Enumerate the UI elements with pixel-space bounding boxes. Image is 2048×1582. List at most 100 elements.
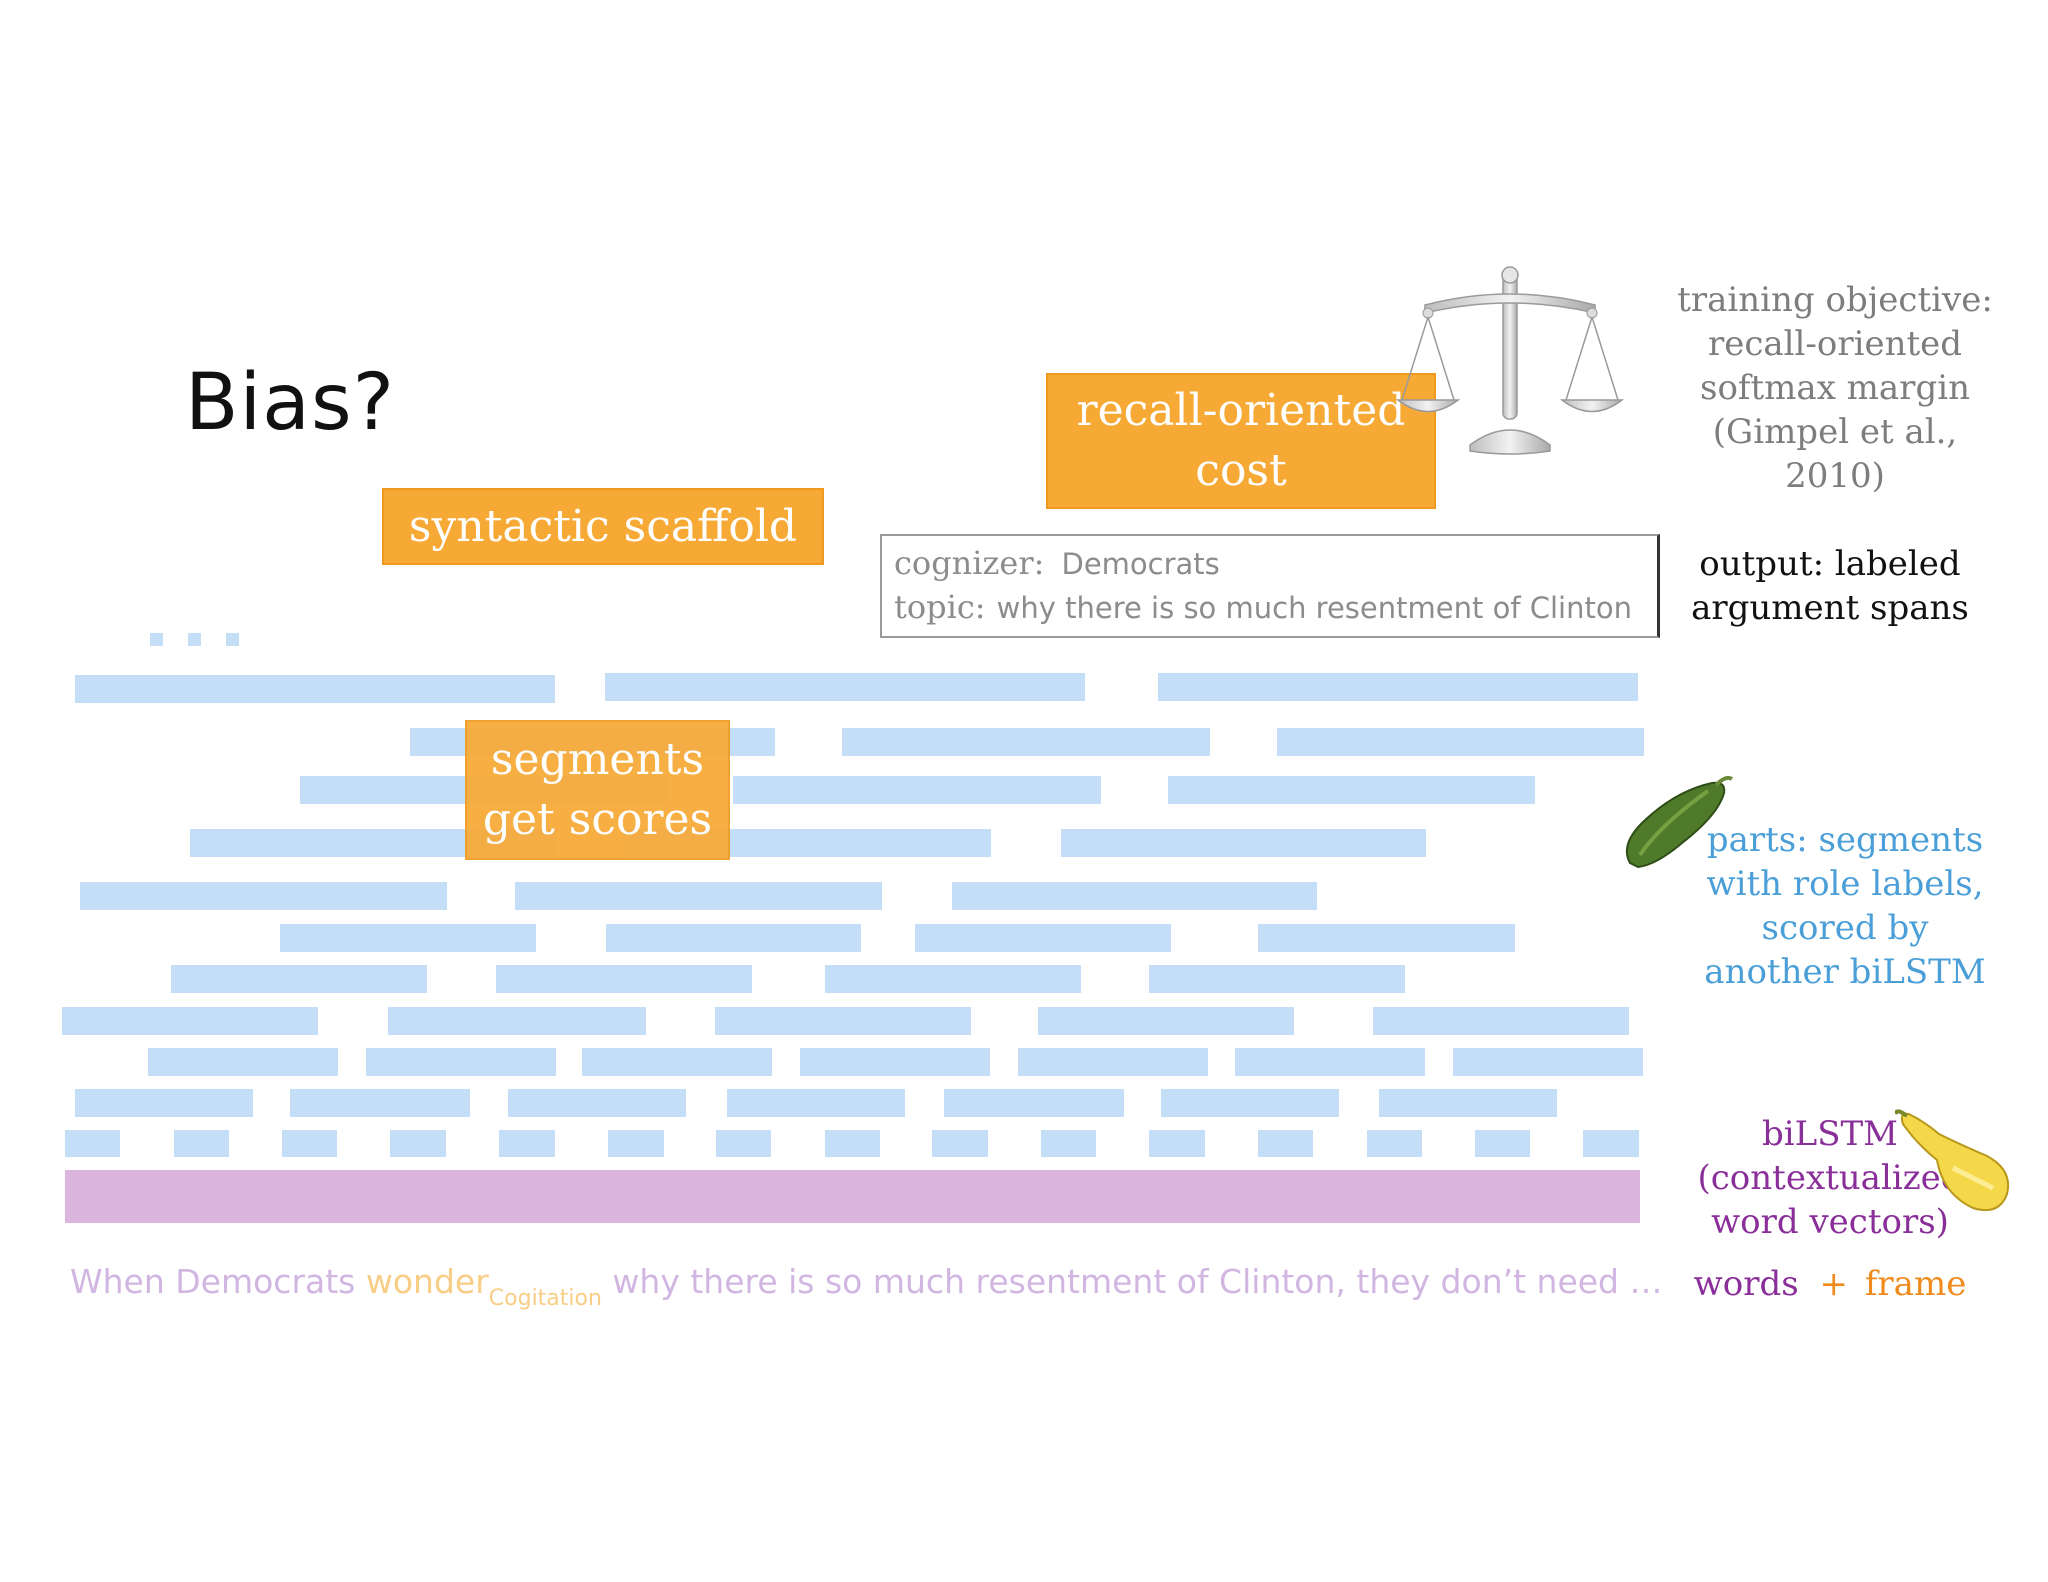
parts-label-line: scored by — [1761, 908, 1929, 948]
cognizer-value: Democrats — [1061, 547, 1220, 581]
training-objective-line: softmax margin — [1700, 368, 1970, 408]
training-objective-line: 2010) — [1785, 456, 1885, 496]
segment — [608, 1130, 664, 1157]
ellipsis-dot — [150, 633, 163, 646]
topic-value: why there is so much resentment of Clint… — [996, 591, 1632, 625]
segment — [1061, 829, 1426, 857]
segment — [1367, 1130, 1422, 1157]
segment — [1235, 1048, 1425, 1076]
segment — [62, 1007, 318, 1035]
segment — [606, 924, 861, 952]
output-label-line: argument spans — [1691, 588, 1969, 628]
syntactic-scaffold-label: syntactic scaffold — [408, 501, 798, 552]
segment — [65, 1130, 120, 1157]
segment — [1583, 1130, 1639, 1157]
segment — [727, 1089, 905, 1117]
words-label: words — [1693, 1264, 1799, 1304]
segment — [174, 1130, 229, 1157]
segment — [515, 882, 882, 910]
segment — [366, 1048, 556, 1076]
training-objective-line: (Gimpel et al., — [1712, 412, 1958, 452]
segment — [1168, 776, 1535, 804]
parts-label-line: with role labels, — [1706, 864, 1984, 904]
segment — [1158, 673, 1638, 701]
recall-oriented-label: recall-oriented — [1076, 385, 1406, 436]
training-objective-line: recall-oriented — [1707, 324, 1963, 364]
segment — [952, 882, 1317, 910]
segment — [800, 1048, 990, 1076]
segment — [1038, 1007, 1294, 1035]
segment — [171, 965, 427, 993]
training-objective-line: training objective: — [1677, 280, 1993, 320]
cognizer-line: cognizer: Democrats — [894, 544, 1220, 582]
inputs-label: words + frame — [1680, 1262, 1980, 1306]
cost-label: cost — [1195, 445, 1287, 496]
output-label-line: output: labeled — [1699, 544, 1961, 584]
segment — [1258, 1130, 1313, 1157]
ellipsis-dot — [188, 633, 201, 646]
bilstm-label-line: biLSTM — [1762, 1114, 1898, 1154]
segment — [825, 1130, 880, 1157]
yellow-squash-icon — [1895, 1109, 2009, 1212]
parts-label: parts: segments with role labels, scored… — [1680, 818, 2010, 994]
segments-label: segments — [490, 734, 705, 785]
segment — [1161, 1089, 1339, 1117]
segment — [1373, 1007, 1629, 1035]
bilstm-label: biLSTM (contextualized word vectors) — [1680, 1112, 1980, 1244]
segment — [508, 1089, 686, 1117]
segment — [280, 924, 536, 952]
segment — [944, 1089, 1124, 1117]
topic-line: topic: why there is so much resentment o… — [894, 588, 1632, 626]
ellipsis-dot — [226, 633, 239, 646]
segment — [715, 1007, 971, 1035]
input-sentence: When Democrats wonderCogitation why ther… — [70, 1262, 1670, 1311]
segment — [80, 882, 447, 910]
cognizer-key: cognizer: — [894, 544, 1045, 582]
segment — [1277, 728, 1644, 756]
training-objective-label: training objective: recall-oriented soft… — [1660, 278, 2010, 498]
segment — [825, 965, 1081, 993]
segment — [282, 1130, 337, 1157]
segment — [582, 1048, 772, 1076]
sentence-after: why there is so much resentment of Clint… — [601, 1262, 1663, 1301]
recall-oriented-cost-box: recall-oriented cost — [1046, 373, 1436, 509]
frame-label: frame — [1864, 1264, 1967, 1304]
segment — [148, 1048, 338, 1076]
sentence-before: When Democrats — [70, 1262, 366, 1301]
segment — [932, 1130, 988, 1157]
segment — [915, 924, 1171, 952]
parts-label-line: parts: segments — [1706, 820, 1984, 860]
parts-label-line: another biLSTM — [1704, 952, 1986, 992]
frame-name: Cogitation — [488, 1286, 602, 1311]
segment — [1041, 1130, 1096, 1157]
segment — [290, 1089, 470, 1117]
segment — [733, 776, 1101, 804]
ellipsis-dots — [150, 633, 240, 647]
bilstm-label-line: word vectors) — [1711, 1202, 1949, 1242]
segments-get-scores-box: segments get scores — [465, 720, 730, 860]
zucchini-icon — [1626, 775, 1734, 869]
segment — [1149, 965, 1405, 993]
balance-scale-icon — [1395, 266, 1625, 455]
segment — [1018, 1048, 1208, 1076]
target-word: wonder — [365, 1262, 489, 1301]
segment — [499, 1130, 555, 1157]
segment — [1379, 1089, 1557, 1117]
syntactic-scaffold-box: syntactic scaffold — [382, 488, 824, 565]
segment — [1258, 924, 1515, 952]
segment — [496, 965, 752, 993]
output-label: output: labeled argument spans — [1660, 542, 2000, 630]
segment — [605, 673, 1085, 701]
segment — [75, 675, 555, 703]
segment — [75, 1089, 253, 1117]
segment — [390, 1130, 446, 1157]
frame-output-box: cognizer: Democrats topic: why there is … — [880, 534, 1660, 638]
slide-title: Bias? — [185, 358, 396, 448]
plus-label: + — [1819, 1264, 1849, 1304]
segment — [842, 728, 1210, 756]
segment — [388, 1007, 646, 1035]
bilstm-bar — [65, 1170, 1640, 1223]
segment — [1475, 1130, 1530, 1157]
bilstm-label-line: (contextualized — [1697, 1158, 1963, 1198]
segment — [1453, 1048, 1643, 1076]
